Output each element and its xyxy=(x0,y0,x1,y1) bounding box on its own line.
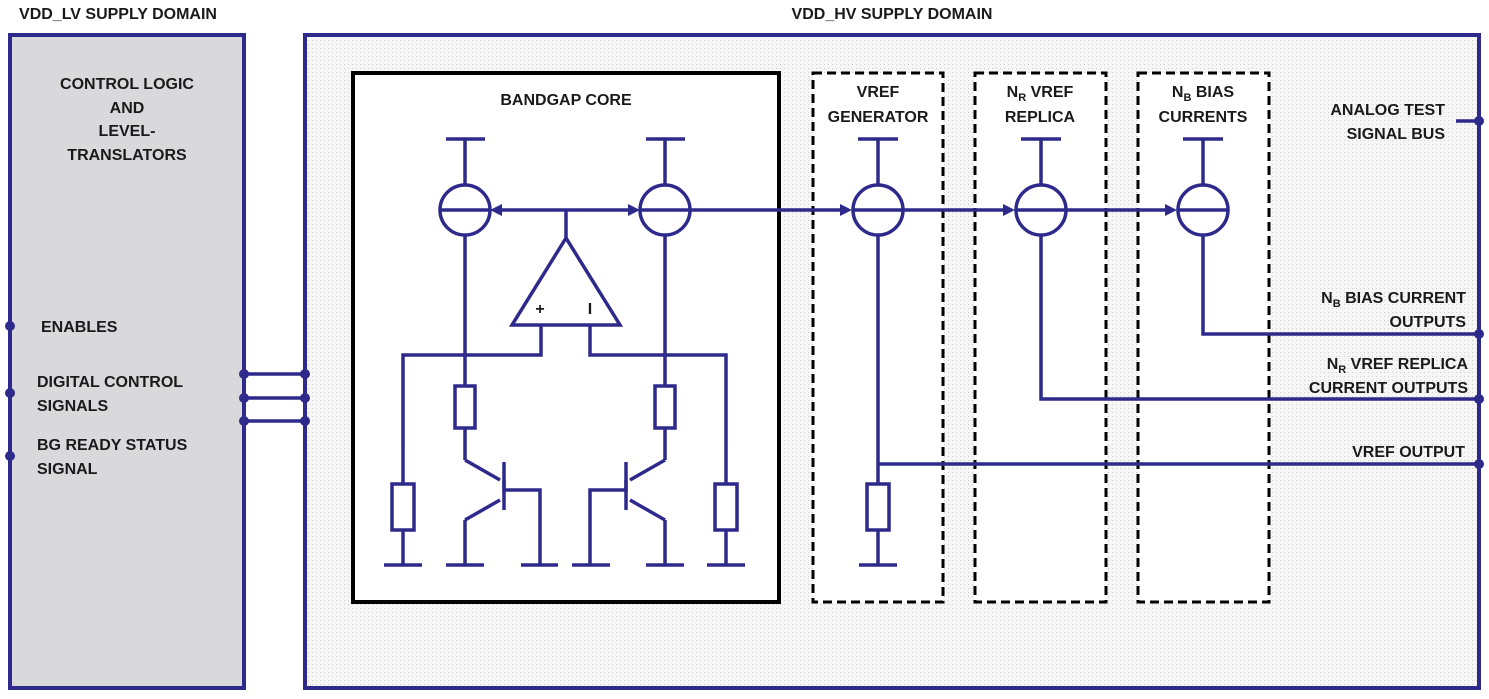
digital-control-label: DIGITAL CONTROL SIGNALS xyxy=(37,374,183,415)
current-source-nr xyxy=(1014,183,1068,237)
svg-text:ANALOG TEST: ANALOG TEST xyxy=(1330,102,1445,119)
svg-text:SIGNAL BUS: SIGNAL BUS xyxy=(1347,126,1446,143)
vref-output-label: VREF OUTPUT xyxy=(1352,444,1465,461)
nr-vref-output-label: NR VREF REPLICA CURRENT OUTPUTS xyxy=(1309,356,1469,397)
svg-text:BG READY STATUS: BG READY STATUS xyxy=(37,437,188,454)
svg-text:SIGNAL: SIGNAL xyxy=(37,461,98,478)
svg-text:OUTPUTS: OUTPUTS xyxy=(1390,314,1467,331)
bandgap-core-box xyxy=(351,71,781,604)
enables-pin xyxy=(5,321,15,331)
svg-text:NB BIAS: NB BIAS xyxy=(1172,84,1235,104)
digital-control-pin xyxy=(5,388,15,398)
analog-test-pin xyxy=(1474,116,1484,126)
svg-text:CURRENT OUTPUTS: CURRENT OUTPUTS xyxy=(1309,380,1468,397)
svg-text:GENERATOR: GENERATOR xyxy=(828,109,929,126)
vref-generator-title: VREF GENERATOR xyxy=(828,84,929,126)
supply-rails xyxy=(446,137,1223,185)
nb-bias-currents-title: NB BIAS CURRENTS xyxy=(1159,84,1248,126)
current-source-nb xyxy=(1176,183,1230,237)
opamp-symbol: + I xyxy=(401,234,728,448)
svg-text:REPLICA: REPLICA xyxy=(1005,109,1076,126)
lv-domain-box xyxy=(8,33,246,690)
bandgap-left-branch xyxy=(384,235,558,567)
opamp-plus-label: + xyxy=(535,301,544,318)
svg-text:NB BIAS CURRENT: NB BIAS CURRENT xyxy=(1321,290,1466,310)
control-logic-title: CONTROL LOGIC AND LEVEL- TRANSLATORS xyxy=(60,76,194,164)
current-source-vref xyxy=(851,183,905,237)
current-source-bg-right xyxy=(638,183,692,237)
svg-text:LEVEL-: LEVEL- xyxy=(99,123,156,140)
current-source-bg-left xyxy=(438,183,492,237)
analog-test-label: ANALOG TEST SIGNAL BUS xyxy=(1330,102,1445,143)
hv-domain-title: VDD_HV SUPPLY DOMAIN xyxy=(792,6,993,23)
vref-generator-circuit xyxy=(859,235,1484,567)
nb-bias-output-wire xyxy=(1201,235,1484,339)
svg-text:NR VREF REPLICA: NR VREF REPLICA xyxy=(1327,356,1469,376)
bandgap-core-title: BANDGAP CORE xyxy=(500,92,632,109)
inter-domain-bus xyxy=(239,369,310,426)
svg-text:SIGNALS: SIGNALS xyxy=(37,398,108,415)
nr-vref-replica-title: NR VREF REPLICA xyxy=(1005,84,1076,126)
svg-text:DIGITAL CONTROL: DIGITAL CONTROL xyxy=(37,374,183,391)
bias-line xyxy=(490,204,1177,238)
opamp-minus-label: I xyxy=(588,301,592,318)
enables-label: ENABLES xyxy=(41,319,118,336)
svg-text:TRANSLATORS: TRANSLATORS xyxy=(67,147,187,164)
svg-text:CONTROL LOGIC: CONTROL LOGIC xyxy=(60,76,194,93)
bandgap-right-branch xyxy=(572,235,745,567)
svg-text:CURRENTS: CURRENTS xyxy=(1159,109,1248,126)
nb-bias-output-label: NB BIAS CURRENT OUTPUTS xyxy=(1321,290,1466,331)
nr-replica-output-wire xyxy=(1039,235,1484,404)
svg-text:AND: AND xyxy=(110,100,145,117)
lv-domain-title: VDD_LV SUPPLY DOMAIN xyxy=(19,6,217,23)
bg-ready-label: BG READY STATUS SIGNAL xyxy=(37,437,188,478)
svg-text:NR VREF: NR VREF xyxy=(1007,84,1074,104)
svg-text:VREF: VREF xyxy=(857,84,900,101)
bg-ready-pin xyxy=(5,451,15,461)
